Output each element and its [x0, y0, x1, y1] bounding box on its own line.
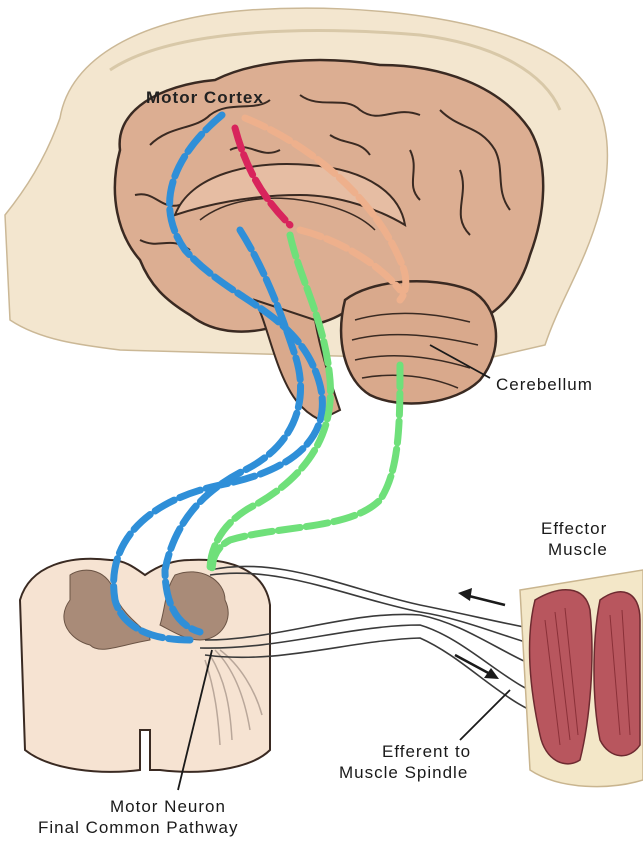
label-efferent-line1: Efferent to [382, 742, 471, 761]
label-motor-neuron-line2: Final Common Pathway [38, 818, 238, 837]
cerebellum [341, 281, 496, 403]
label-motor-cortex: Motor Cortex [146, 88, 264, 107]
effector-muscle [520, 570, 643, 787]
spinal-cord-section [20, 559, 270, 772]
efferent-leader [460, 690, 510, 740]
label-effector-line1: Effector [541, 519, 607, 538]
label-effector-line2: Muscle [548, 540, 608, 559]
label-cerebellum: Cerebellum [496, 375, 593, 394]
label-motor-neuron-line1: Motor Neuron [110, 797, 226, 816]
arrow-left-icon [458, 588, 505, 605]
label-efferent-line2: Muscle Spindle [339, 763, 468, 782]
